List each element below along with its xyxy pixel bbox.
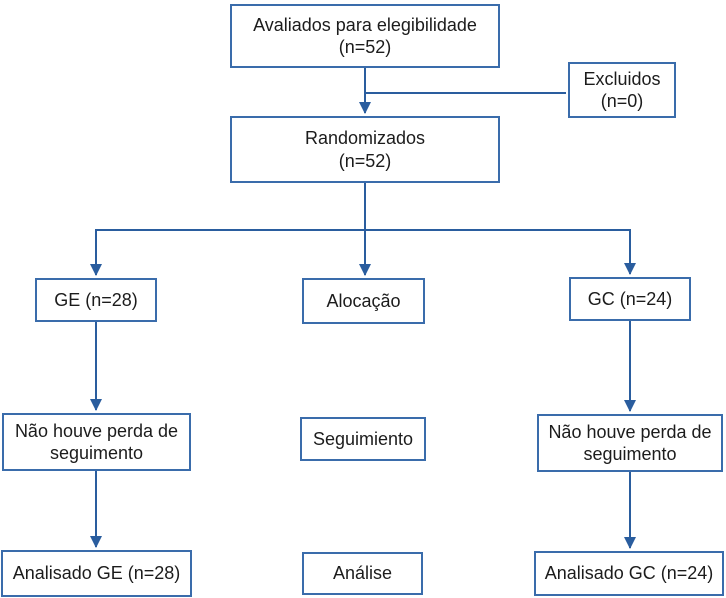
node-count-line: (n=52) — [338, 37, 392, 57]
node-gc-followup: Não houve perda de seguimento — [537, 414, 723, 472]
node-label-line: Alocação — [326, 290, 401, 311]
node-count-line: (n=52) — [338, 150, 392, 171]
node-label-line: Não houve perda de — [548, 421, 712, 442]
node-randomized: Randomizados (n=52) — [230, 116, 500, 183]
node-label-line: Analisado GC (n=24) — [544, 563, 714, 584]
node-gc: GC (n=24) — [569, 277, 691, 321]
node-label-line: Avaliados para elegibilidade — [253, 14, 477, 35]
node-label-line: Não houve perda de — [14, 420, 179, 441]
node-ge-followup: Não houve perda de seguimento — [2, 413, 191, 471]
node-ge: GE (n=28) — [35, 278, 157, 322]
node-label-line: Analisado GE (n=28) — [12, 563, 181, 584]
node-label-line: Randomizados — [304, 128, 426, 148]
node-allocation: Alocação — [302, 278, 425, 324]
node-label-line: Excluidos — [583, 68, 661, 89]
node-analysis: Análise — [302, 552, 423, 595]
node-gc-analyzed: Analisado GC (n=24) — [534, 551, 724, 596]
node-excluded: Excluidos (n=0) — [568, 62, 676, 118]
node-label-line: Seguimiento — [312, 428, 414, 449]
node-label-line: Análise — [332, 563, 393, 584]
node-count-line: (n=0) — [600, 91, 644, 111]
node-label-line: GE (n=28) — [54, 289, 138, 310]
node-label-line: seguimento — [49, 443, 144, 463]
node-label-line: GC (n=24) — [587, 288, 673, 309]
node-eligibility: Avaliados para elegibilidade (n=52) — [230, 4, 500, 68]
node-label-line: seguimento — [583, 444, 677, 464]
node-followup: Seguimiento — [300, 417, 426, 461]
node-ge-analyzed: Analisado GE (n=28) — [1, 550, 192, 597]
